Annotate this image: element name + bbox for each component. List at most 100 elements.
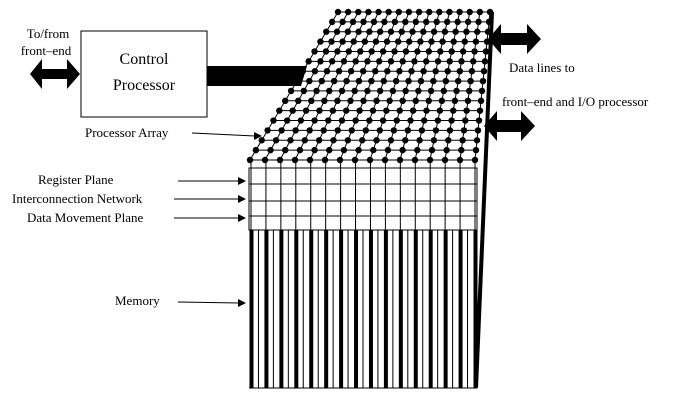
processor-node bbox=[443, 146, 450, 154]
processor-node bbox=[293, 77, 301, 85]
processor-node bbox=[370, 18, 378, 26]
processor-node bbox=[453, 87, 460, 95]
data-lines-label-line2: front–end and I/O processor bbox=[502, 94, 649, 109]
processor-node bbox=[335, 68, 343, 75]
processor-node bbox=[430, 77, 437, 85]
processor-node bbox=[317, 38, 324, 45]
processor-node bbox=[376, 28, 384, 35]
processor-node bbox=[383, 107, 390, 114]
processor-node bbox=[436, 107, 444, 114]
array-column-line bbox=[474, 11, 491, 161]
processor-node bbox=[305, 58, 312, 65]
processor-node bbox=[376, 58, 383, 65]
processor-node bbox=[311, 48, 318, 55]
processor-node bbox=[411, 58, 418, 65]
processor-node bbox=[348, 127, 355, 134]
processor-node bbox=[434, 58, 442, 65]
processor-node bbox=[454, 18, 461, 26]
processor-node bbox=[437, 48, 444, 55]
interconnection-network-pointer bbox=[174, 195, 246, 203]
processor-node bbox=[276, 156, 284, 164]
array-column-line bbox=[264, 11, 349, 161]
processor-node bbox=[475, 18, 482, 26]
processor-node bbox=[372, 68, 379, 75]
processor-node bbox=[398, 28, 405, 35]
processor-node bbox=[415, 8, 423, 16]
processor-node bbox=[313, 87, 320, 95]
processor-node bbox=[474, 28, 481, 35]
processor-node bbox=[452, 28, 459, 35]
processor-node bbox=[432, 68, 439, 75]
processor-node bbox=[325, 117, 332, 124]
processor-node bbox=[336, 156, 344, 164]
processor-node bbox=[450, 107, 457, 114]
processor-node bbox=[483, 38, 491, 45]
memory-column bbox=[279, 230, 284, 388]
processor-node bbox=[463, 28, 470, 35]
memory-column bbox=[249, 230, 254, 388]
processor-node bbox=[391, 18, 399, 26]
processor-node bbox=[470, 58, 477, 65]
processor-node bbox=[432, 127, 440, 134]
processor-node bbox=[479, 77, 487, 85]
processor-node bbox=[311, 68, 319, 75]
processor-node bbox=[451, 97, 459, 105]
processor-node bbox=[326, 87, 333, 95]
processor-node bbox=[478, 87, 486, 95]
processor-node bbox=[468, 68, 476, 75]
processor-node bbox=[302, 107, 310, 114]
processor-node bbox=[369, 107, 377, 114]
processor-node bbox=[347, 68, 355, 75]
processor-node bbox=[389, 87, 397, 95]
processor-node bbox=[356, 107, 363, 114]
register-plane-label: Register Plane bbox=[38, 172, 114, 187]
processor-node bbox=[340, 58, 348, 65]
processor-node bbox=[393, 117, 400, 124]
processor-node bbox=[287, 87, 295, 95]
processor-node bbox=[481, 58, 489, 65]
processor-node bbox=[299, 68, 306, 75]
processor-node bbox=[350, 38, 357, 45]
processor-node bbox=[446, 58, 453, 65]
memory-column bbox=[398, 230, 403, 388]
processor-node bbox=[379, 117, 387, 124]
processor-node bbox=[446, 8, 453, 16]
processor-node bbox=[306, 156, 314, 164]
processor-node bbox=[466, 8, 473, 16]
processor-node bbox=[446, 127, 454, 134]
processor-node bbox=[344, 28, 352, 35]
processor-node bbox=[433, 18, 440, 26]
processor-node bbox=[323, 28, 330, 35]
processor-node bbox=[258, 137, 265, 144]
processor-node bbox=[355, 146, 362, 154]
processor-node bbox=[402, 137, 409, 144]
array-column-line bbox=[399, 11, 440, 161]
processor-node bbox=[287, 137, 294, 144]
processor-node bbox=[439, 38, 446, 45]
processor-node bbox=[282, 146, 289, 154]
data-lines-arrow-bottom bbox=[484, 111, 535, 141]
processor-node bbox=[474, 127, 482, 134]
processor-node bbox=[448, 48, 455, 55]
processor-node bbox=[344, 8, 352, 16]
processor-node bbox=[347, 97, 354, 105]
processor-node bbox=[323, 68, 331, 75]
array-column-line bbox=[414, 11, 450, 161]
memory-label: Memory bbox=[115, 293, 160, 308]
processor-node bbox=[423, 18, 430, 26]
processor-node bbox=[417, 77, 425, 85]
array-column-line bbox=[279, 11, 359, 161]
processor-node bbox=[396, 68, 403, 75]
processor-node bbox=[301, 137, 308, 144]
processor-node bbox=[475, 117, 483, 124]
array-column-line bbox=[354, 11, 410, 161]
front-end-label: front–end bbox=[21, 43, 72, 58]
processor-node bbox=[463, 107, 470, 114]
memory-column bbox=[428, 230, 433, 388]
processor-node bbox=[289, 107, 296, 114]
processor-node bbox=[311, 146, 318, 154]
processor-node bbox=[334, 48, 341, 55]
interconnection-network-label: Interconnection Network bbox=[12, 191, 143, 206]
control-bus bbox=[207, 66, 307, 86]
